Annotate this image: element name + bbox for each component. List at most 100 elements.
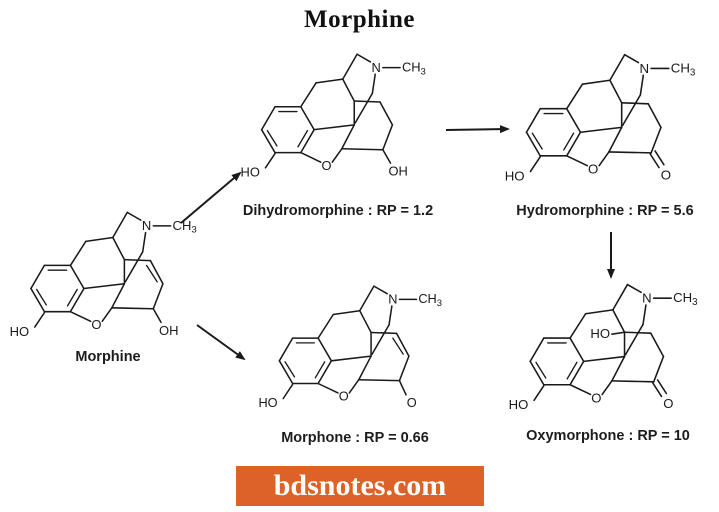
molecule-caption: Dihydromorphine : RP = 1.2 xyxy=(242,203,434,219)
bond-line xyxy=(69,240,87,267)
bond-line xyxy=(123,258,152,262)
bond-line xyxy=(30,287,46,313)
bond-line xyxy=(647,103,662,129)
bond-line xyxy=(579,126,623,134)
bond-line xyxy=(278,360,294,385)
bond-line xyxy=(69,310,92,323)
bond-line xyxy=(565,131,582,157)
bond-line xyxy=(388,305,393,326)
bond-line xyxy=(317,313,335,339)
bond-line xyxy=(348,378,360,394)
bond-line xyxy=(300,106,315,131)
c6-ketone-label: O xyxy=(661,167,671,182)
bond-line xyxy=(565,107,582,134)
c14-hydroxyl-label: HO xyxy=(590,326,610,341)
bond-line xyxy=(525,107,541,134)
bond-line xyxy=(624,323,644,356)
bond-line xyxy=(342,78,355,102)
bond-line xyxy=(612,309,626,334)
nitrogen-label: N xyxy=(388,292,397,307)
bond-line xyxy=(141,231,147,253)
bond-line xyxy=(382,148,392,164)
n-methyl-label: CH3 xyxy=(173,218,197,236)
bond-line xyxy=(356,53,372,63)
bond-line xyxy=(601,380,613,396)
bond-line xyxy=(623,53,640,64)
bond-line xyxy=(300,151,322,163)
bond-line xyxy=(278,337,294,362)
bond-line xyxy=(66,288,78,307)
bond-line xyxy=(566,361,578,380)
bond-line xyxy=(36,288,48,306)
nitrogen-label: N xyxy=(372,60,381,75)
bond-line xyxy=(85,236,114,243)
bond-line xyxy=(358,309,372,334)
bond-line xyxy=(152,308,162,324)
bond-line xyxy=(569,383,592,396)
bond-line xyxy=(620,102,649,105)
bond-line xyxy=(358,378,401,382)
bond-line xyxy=(623,331,652,334)
bond-line xyxy=(609,53,626,82)
bond-line xyxy=(111,307,155,310)
bond-line xyxy=(598,151,610,167)
n-methyl-label: CH3 xyxy=(402,59,426,77)
bond-line xyxy=(565,155,589,167)
nitrogen-label: N xyxy=(639,61,649,76)
bond-line xyxy=(111,282,126,309)
bond-line xyxy=(314,361,326,379)
bond-line xyxy=(33,311,46,328)
bond-line xyxy=(379,101,394,126)
bond-line xyxy=(315,78,344,84)
bond-line xyxy=(30,264,46,290)
bond-line xyxy=(101,307,113,323)
bond-line xyxy=(317,382,339,394)
bond-line xyxy=(529,337,545,363)
bridge-oxygen-label: O xyxy=(91,317,101,332)
bond-line xyxy=(395,332,410,357)
bond-line xyxy=(650,332,665,358)
bond-line xyxy=(525,131,541,157)
bond-line xyxy=(260,106,276,131)
phenol-hydroxyl-label: HO xyxy=(505,168,525,183)
watermark-banner: bdsnotes.com xyxy=(236,466,484,506)
bond-line xyxy=(83,282,126,290)
bond-line xyxy=(398,355,410,382)
bond-line xyxy=(300,82,317,108)
bond-line xyxy=(266,129,278,147)
bond-line xyxy=(342,53,358,80)
bond-line xyxy=(649,153,660,169)
bond-line xyxy=(626,283,642,294)
bond-line xyxy=(330,355,372,362)
bond-line xyxy=(642,304,647,326)
bond-line xyxy=(354,92,374,124)
bond-line xyxy=(531,132,543,150)
bond-line xyxy=(284,361,296,378)
bond-line xyxy=(656,379,668,395)
bond-line xyxy=(612,283,629,311)
bridge-oxygen-label: O xyxy=(591,390,601,405)
bridge-oxygen-label: O xyxy=(322,158,332,173)
nitrogen-label: N xyxy=(142,218,151,233)
bond-line xyxy=(124,251,144,283)
bond-line xyxy=(317,360,333,385)
bond-line xyxy=(300,128,315,154)
bridge-oxygen-label: O xyxy=(588,162,598,177)
phenol-hydroxyl-label: HO xyxy=(10,324,30,339)
bond-line xyxy=(639,74,645,96)
bond-line xyxy=(126,211,142,221)
n-methyl-label: CH3 xyxy=(673,290,697,308)
bond-line xyxy=(569,337,585,363)
bond-line xyxy=(563,132,575,151)
bond-line xyxy=(398,379,407,396)
bond-line xyxy=(69,264,85,290)
c6-hydroxyl-label: OH xyxy=(159,323,179,338)
bond-line xyxy=(609,79,623,104)
nitrogen-label: N xyxy=(642,291,651,306)
